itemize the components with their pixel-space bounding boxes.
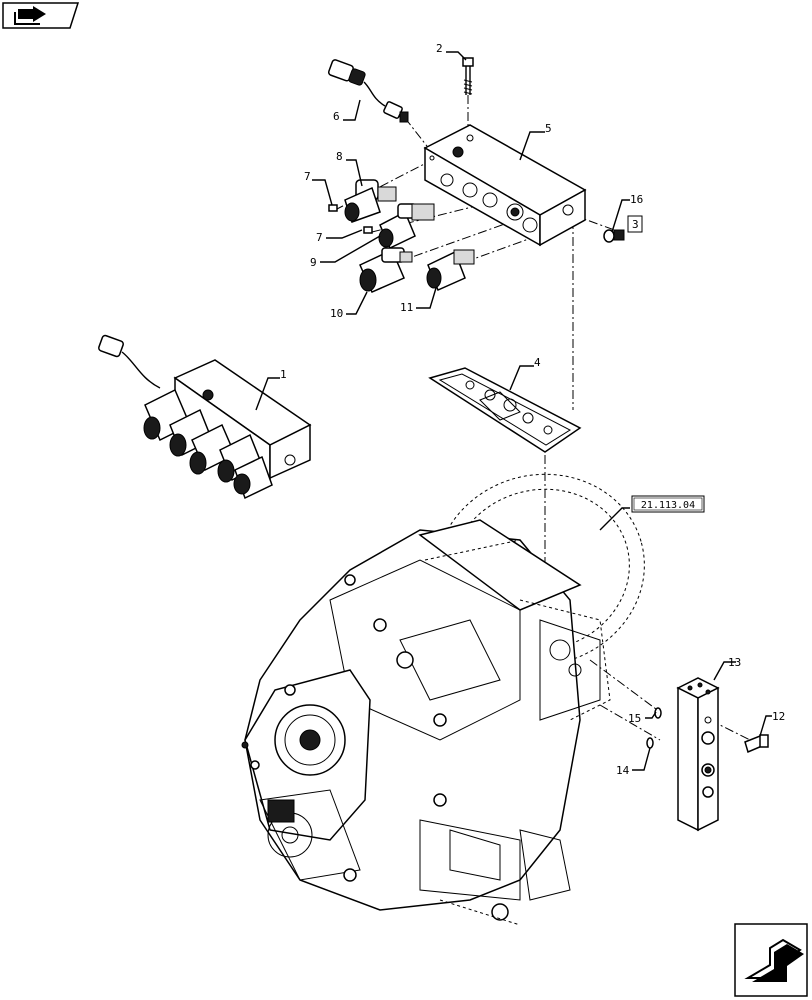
callout-4: 4 xyxy=(534,356,541,369)
callout-5: 5 xyxy=(545,122,552,135)
valve-block-part-5 xyxy=(423,124,587,247)
valve-assembly-part-1 xyxy=(98,334,312,500)
callout-7b: 7 xyxy=(316,231,323,244)
wire-harness-part-6 xyxy=(327,59,409,123)
callout-8: 8 xyxy=(336,150,343,163)
callout-12: 12 xyxy=(772,710,785,723)
callout-11: 11 xyxy=(400,301,413,314)
callout-6: 6 xyxy=(333,110,340,123)
callout-2: 2 xyxy=(436,42,443,55)
plug-part-7a xyxy=(328,204,338,212)
leader-lines xyxy=(255,51,772,771)
callout-16: 16 xyxy=(630,193,643,206)
oring-part-16 xyxy=(603,229,625,243)
callout-3: 3 xyxy=(632,218,639,231)
book-arrow-icon[interactable] xyxy=(2,2,80,29)
solenoid-part-10 xyxy=(359,247,413,293)
bolt-part-12 xyxy=(744,734,769,754)
solenoid-part-8 xyxy=(344,179,397,223)
solenoid-part-11 xyxy=(426,249,475,292)
reference-link[interactable]: 21.113.04 xyxy=(631,495,705,513)
ring-part-14 xyxy=(646,737,654,749)
callout-1: 1 xyxy=(280,368,287,381)
callout-9: 9 xyxy=(310,256,317,269)
callout-13: 13 xyxy=(728,656,741,669)
reference-box-label[interactable]: 21.113.04 xyxy=(641,500,695,511)
cover-plate-part-13 xyxy=(676,677,720,832)
callout-3-box xyxy=(627,215,643,233)
callout-14: 14 xyxy=(616,764,630,777)
callout-labels: 1 2 3 4 5 6 7 7 8 9 10 11 12 13 14 15 16 xyxy=(280,42,785,777)
callout-15: 15 xyxy=(628,712,641,725)
solenoid-part-9 xyxy=(378,203,435,250)
callout-10: 10 xyxy=(330,307,343,320)
callout-7a: 7 xyxy=(304,170,311,183)
bolt-part-2 xyxy=(462,57,474,95)
transmission-housing xyxy=(241,473,645,926)
next-page-arrow-icon[interactable] xyxy=(734,923,808,997)
gasket-part-4 xyxy=(428,367,582,453)
plug-part-7b xyxy=(363,226,373,234)
